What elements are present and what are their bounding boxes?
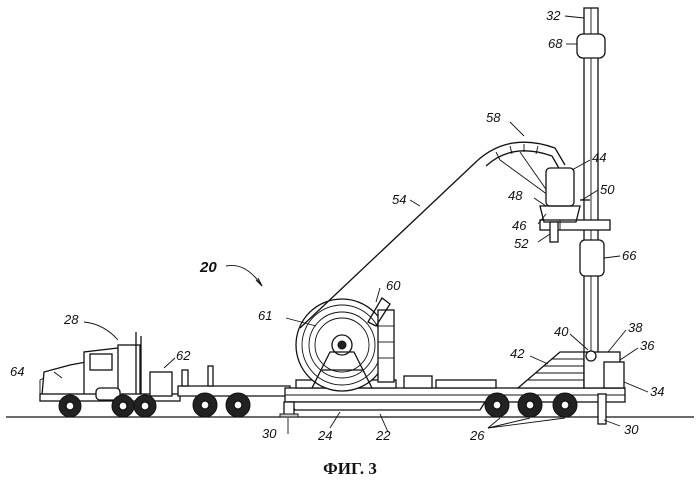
label-truck-front: 64 bbox=[10, 364, 24, 379]
label-gooseneck: 58 bbox=[486, 110, 501, 125]
label-outrigger-rear: 30 bbox=[624, 422, 639, 437]
label-carriage: 66 bbox=[622, 248, 637, 263]
label-truck: 28 bbox=[63, 312, 79, 327]
label-platform: 46 bbox=[512, 218, 527, 233]
truck-hood bbox=[42, 362, 88, 395]
label-rear-box: 34 bbox=[650, 384, 664, 399]
deck-box bbox=[404, 376, 432, 388]
rear-box bbox=[604, 362, 624, 388]
carriage bbox=[580, 240, 604, 276]
stairs bbox=[518, 352, 584, 388]
label-frame: 48 bbox=[508, 188, 523, 203]
label-reel-center: 61 bbox=[258, 308, 272, 323]
label-outrigger-front: 30 bbox=[262, 426, 277, 441]
label-stairs: 42 bbox=[510, 346, 525, 361]
label-rig: 20 bbox=[199, 259, 217, 276]
reel-drive bbox=[378, 310, 394, 382]
label-mast-base: 38 bbox=[628, 320, 643, 335]
tubing-reel bbox=[296, 298, 396, 391]
label-trailer-deck: 24 bbox=[317, 428, 332, 443]
top-block bbox=[577, 34, 605, 58]
truck bbox=[40, 332, 180, 417]
label-generator: 62 bbox=[176, 348, 191, 363]
trailer-belly bbox=[290, 402, 485, 410]
bop bbox=[550, 222, 558, 242]
injector-head bbox=[546, 168, 574, 206]
truck-window bbox=[90, 354, 112, 370]
figure-caption: ФИГ. 3 bbox=[323, 459, 377, 478]
mast-pivot bbox=[586, 351, 596, 361]
truck-sleeper bbox=[118, 345, 140, 397]
label-wheels: 26 bbox=[469, 428, 485, 443]
mast-base-assembly bbox=[518, 351, 624, 388]
label-injector: 44 bbox=[592, 150, 606, 165]
label-top-block: 68 bbox=[548, 36, 563, 51]
label-bop: 52 bbox=[514, 236, 529, 251]
label-pivot: 40 bbox=[554, 324, 569, 339]
label-base-plate: 36 bbox=[640, 338, 655, 353]
label-trailer: 22 bbox=[375, 428, 391, 443]
label-reel-drive: 60 bbox=[386, 278, 401, 293]
label-clamp: 50 bbox=[600, 182, 615, 197]
outrigger-rear bbox=[598, 394, 606, 424]
label-mast-top: 32 bbox=[546, 8, 561, 23]
label-tubing: 54 bbox=[392, 192, 406, 207]
generator-box bbox=[150, 372, 172, 396]
